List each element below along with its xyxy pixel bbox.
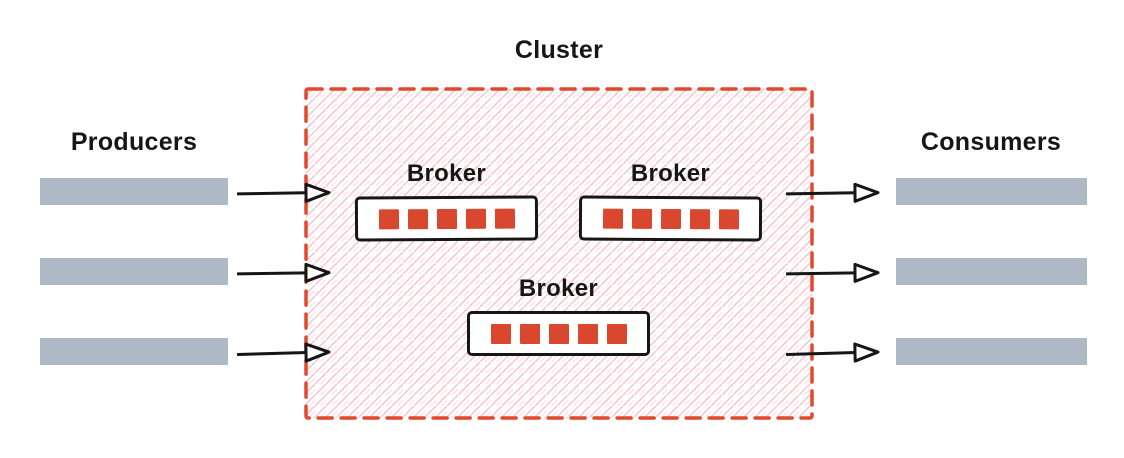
broker-label: Broker: [630, 160, 711, 187]
consumer-arrows-group: [785, 180, 882, 366]
consumer-bar: [896, 178, 1087, 205]
broker-label: Broker: [518, 275, 599, 302]
right-arrow-icon: [785, 182, 880, 203]
partition-square-icon: [378, 208, 399, 229]
partition-square-icon: [602, 208, 623, 229]
broker-card: [467, 311, 650, 356]
broker-node: Broker: [467, 273, 650, 356]
broker-node: Broker: [354, 158, 539, 242]
broker-label: Broker: [406, 160, 487, 187]
consumers-group: [896, 178, 1087, 365]
partition-square-icon: [519, 323, 540, 344]
partition-square-icon: [407, 208, 428, 229]
cluster-title: Cluster: [514, 36, 604, 64]
right-arrow-icon: [785, 262, 880, 283]
cluster-dashed-border: [304, 87, 814, 420]
partition-square-icon: [577, 323, 598, 344]
consumers-label: Consumers: [920, 128, 1062, 156]
producers-label: Producers: [70, 128, 198, 156]
consumer-bar: [896, 258, 1087, 285]
partition-square-icon: [494, 208, 515, 229]
producer-arrows-group: [236, 180, 333, 366]
partition-square-icon: [660, 208, 681, 229]
partition-square-icon: [689, 208, 710, 229]
right-arrow-icon: [785, 342, 880, 363]
partition-square-icon: [436, 208, 457, 229]
partition-square-icon: [606, 323, 627, 344]
right-arrow-icon: [236, 262, 331, 283]
producer-bar: [40, 258, 228, 285]
broker-card: [354, 195, 539, 242]
producer-bar: [40, 178, 228, 205]
right-arrow-icon: [236, 342, 331, 363]
right-arrow-icon: [236, 182, 331, 203]
producer-bar: [40, 338, 228, 365]
partition-square-icon: [631, 208, 652, 229]
producers-group: [40, 178, 228, 365]
cluster-box: [304, 87, 814, 420]
consumer-bar: [896, 338, 1087, 365]
broker-card: [578, 195, 763, 242]
partition-square-icon: [718, 208, 739, 229]
broker-node: Broker: [578, 158, 763, 242]
partition-square-icon: [548, 323, 569, 344]
partition-square-icon: [490, 323, 511, 344]
partition-square-icon: [465, 208, 486, 229]
